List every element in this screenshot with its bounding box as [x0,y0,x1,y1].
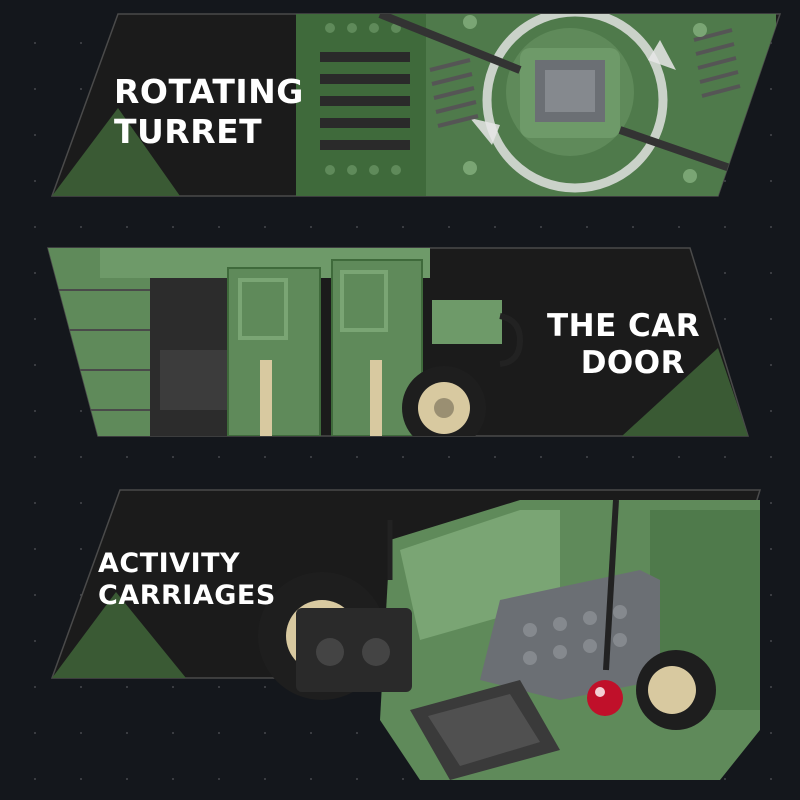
label-line: TURRET [114,111,263,151]
label-line: THE CAR [547,308,701,344]
carriages-panel-graphic [50,489,762,780]
label-line: DOOR [580,345,685,382]
label-line: CARRIAGES [98,580,276,612]
accent-triangle [52,108,180,196]
feature-label-carriages: ACTIVITY CARRIAGES [98,548,276,613]
panel-activity-carriages: ACTIVITY CARRIAGES [0,480,800,800]
tail-light [587,680,623,716]
panel-rotating-turret: ROTATING TURRET [0,0,800,210]
panel-car-door: THE CAR DOOR [0,230,800,460]
feature-label-turret: ROTATING TURRET [114,72,304,151]
door-panel-graphic [47,247,750,437]
accent-triangle [622,348,748,436]
antenna [603,499,619,671]
machine-gun-left [378,14,522,74]
open-door-left [227,267,321,436]
accent-triangle [52,592,186,678]
cargo-bay [480,570,660,700]
rotation-arrow-icon [482,14,668,193]
turret-panel-graphic [50,13,782,197]
label-line: ACTIVITY [98,548,241,579]
label-line: ROTATING [114,72,304,111]
feature-label-door: THE CAR DOOR [547,308,701,382]
